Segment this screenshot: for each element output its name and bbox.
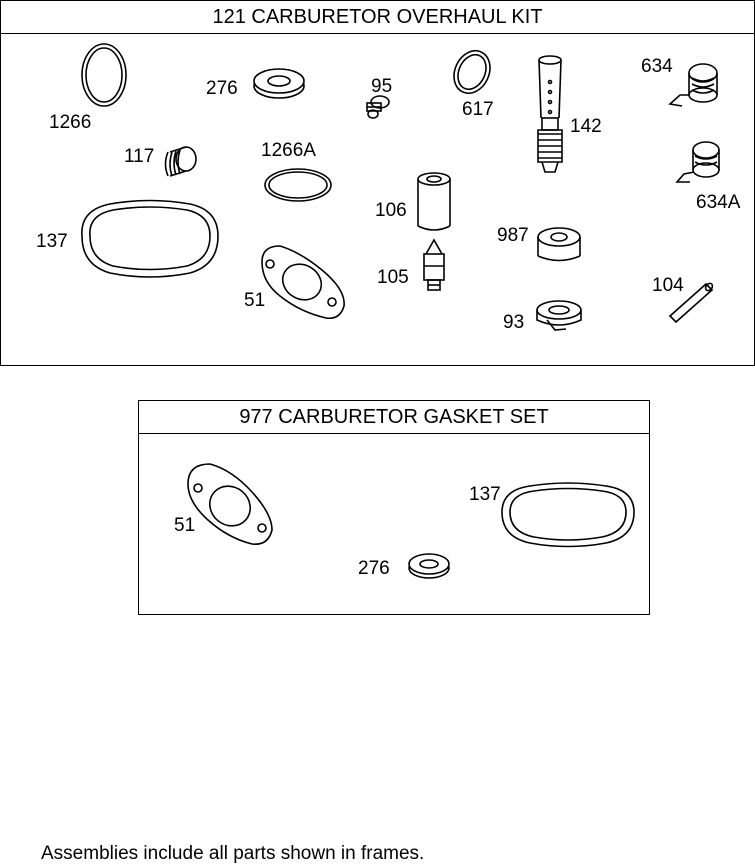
- part-104-pin: [668, 282, 714, 324]
- part-117-jet: [164, 146, 197, 177]
- footer-note: Assemblies include all parts shown in fr…: [41, 843, 425, 864]
- overhaul-kit-title: 121 CARBURETOR OVERHAUL KIT: [1, 1, 754, 34]
- part-634a-spring: [675, 141, 720, 183]
- label-1266: 1266: [49, 112, 92, 133]
- gasket-set-frame: 977 CARBURETOR GASKET SET: [138, 400, 650, 615]
- part-142-tube: [537, 55, 563, 173]
- label-276: 276: [206, 78, 238, 99]
- label-1266a: 1266A: [261, 140, 316, 161]
- part-987-bushing: [537, 227, 581, 262]
- label-105: 105: [377, 267, 409, 288]
- set-label-51: 51: [174, 515, 196, 536]
- part-634-spring: [668, 63, 718, 107]
- part-51-gasket: [261, 245, 345, 320]
- part-106-float: [417, 172, 451, 231]
- label-987: 987: [497, 225, 529, 246]
- overhaul-kit-frame: 121 CARBURETOR OVERHAUL KIT: [0, 0, 755, 366]
- part-137-gasket: [81, 199, 219, 278]
- label-51: 51: [244, 290, 266, 311]
- label-93: 93: [503, 312, 525, 333]
- part-95-screw: [366, 95, 390, 119]
- part-1266a-oring: [264, 168, 332, 202]
- label-142: 142: [570, 116, 602, 137]
- label-106: 106: [375, 200, 407, 221]
- part-276-washer: [253, 68, 305, 99]
- part-617-oring: [453, 50, 491, 94]
- set-part-137-gasket: [501, 482, 635, 548]
- label-104: 104: [652, 275, 684, 296]
- label-137: 137: [36, 231, 68, 252]
- label-95: 95: [371, 76, 393, 97]
- gasket-set-title: 977 CARBURETOR GASKET SET: [139, 401, 649, 434]
- part-93-ring: [536, 300, 582, 331]
- set-part-51-gasket: [187, 463, 273, 546]
- part-1266-oring: [81, 43, 127, 107]
- label-117: 117: [124, 146, 155, 167]
- set-label-137: 137: [469, 484, 501, 505]
- label-634: 634: [641, 56, 673, 77]
- set-part-276-washer: [408, 553, 450, 579]
- label-617: 617: [462, 99, 494, 120]
- label-634a: 634A: [696, 192, 741, 213]
- set-label-276: 276: [358, 558, 390, 579]
- part-105-needle: [423, 238, 445, 291]
